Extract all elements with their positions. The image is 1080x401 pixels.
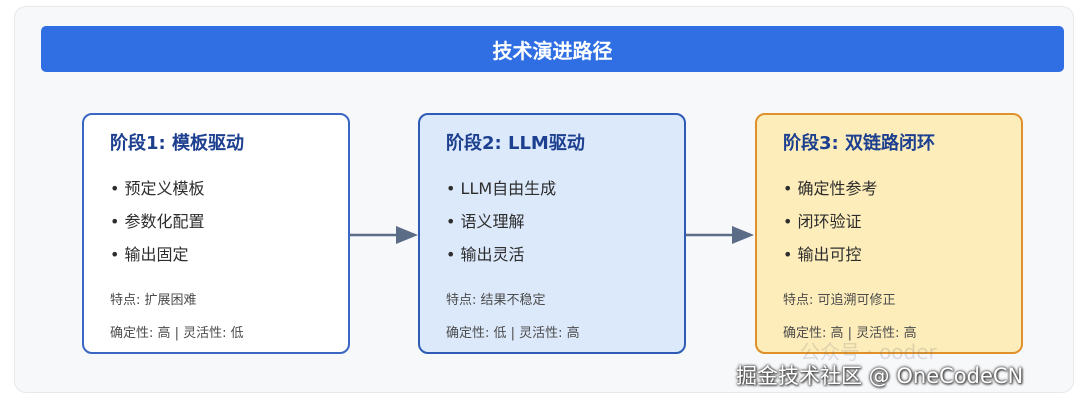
stage-feature: 特点: 结果不稳定 xyxy=(446,293,546,308)
stage-card-3: 阶段3: 双链路闭环 确定性参考 闭环验证 输出可控 特点: 可追溯可修正 确定… xyxy=(755,113,1023,354)
stage-ratings: 确定性: 低 | 灵活性: 高 xyxy=(446,326,580,341)
stage-item: 参数化配置 xyxy=(110,208,205,232)
stage-card-1: 阶段1: 模板驱动 预定义模板 参数化配置 输出固定 特点: 扩展困难 确定性:… xyxy=(82,113,350,354)
stage-item: LLM自由生成 xyxy=(446,175,557,199)
stage-item: 输出灵活 xyxy=(446,241,525,265)
stage-ratings: 确定性: 高 | 灵活性: 低 xyxy=(110,326,244,341)
stage-title: 阶段3: 双链路闭环 xyxy=(783,133,935,154)
stage-card-2: 阶段2: LLM驱动 LLM自由生成 语义理解 输出灵活 特点: 结果不稳定 确… xyxy=(418,113,686,354)
stage-item: 确定性参考 xyxy=(783,175,878,199)
stage-feature: 特点: 扩展困难 xyxy=(110,293,197,308)
stage-item: 闭环验证 xyxy=(783,208,862,232)
stage-item: 语义理解 xyxy=(446,208,525,232)
stage-item: 输出可控 xyxy=(783,241,862,265)
stage-title: 阶段2: LLM驱动 xyxy=(446,133,585,154)
stage-item: 输出固定 xyxy=(110,241,189,265)
stage-item: 预定义模板 xyxy=(110,175,205,199)
arrow-right-icon xyxy=(350,226,418,244)
wechat-watermark: 公众号 · ooder xyxy=(800,340,937,364)
arrow-right-icon xyxy=(686,226,754,244)
stage-ratings: 确定性: 高 | 灵活性: 高 xyxy=(783,326,917,341)
diagram-title: 技术演进路径 xyxy=(492,38,613,63)
juejin-watermark: 掘金技术社区 @ OneCodeCN xyxy=(736,364,1024,388)
diagram-title-banner: 技术演进路径 xyxy=(41,26,1064,72)
stage-feature: 特点: 可追溯可修正 xyxy=(783,293,896,308)
stage-title: 阶段1: 模板驱动 xyxy=(110,133,244,154)
